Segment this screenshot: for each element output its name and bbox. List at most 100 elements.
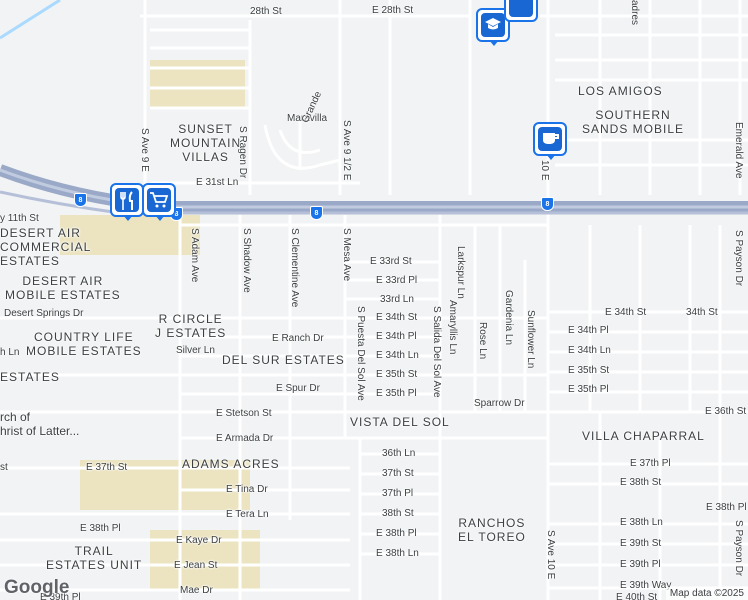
shopping-cart-icon — [150, 192, 169, 208]
shopping-poi[interactable] — [142, 183, 176, 221]
street-label: E 36th St — [705, 406, 747, 417]
interstate-shield: 8 — [541, 197, 554, 211]
area-adams-acres: ADAMS ACRES — [182, 457, 280, 471]
street-label: E Tera Ln — [226, 509, 269, 520]
street-label: E 38th Ln — [620, 517, 663, 528]
street-label: E 39th Pl — [40, 592, 81, 600]
street-label: Rose Ln — [477, 322, 488, 360]
street-label: S Adam Ave — [189, 228, 200, 283]
school-poi[interactable] — [504, 0, 538, 22]
street-label: Silver Ln — [176, 345, 215, 356]
street-label: S Shadow Ave — [241, 228, 252, 293]
interstate-shield: 8 — [310, 206, 323, 220]
street-label: E Ranch Dr — [272, 333, 324, 344]
area-vista-del-sol: VISTA DEL SOL — [350, 415, 450, 429]
street-label: 10 E — [539, 160, 550, 181]
street-label: S Salida Del Sol Ave — [431, 306, 442, 398]
street-label: S Mesa Ave — [341, 228, 352, 282]
street-label: 38th St — [382, 508, 414, 519]
street-label: S Payson Dr — [733, 230, 744, 287]
street-label: E 34th Pl — [568, 325, 609, 336]
street-label: S Ave 10 E — [545, 530, 556, 580]
street-label: E 35th Pl — [376, 388, 417, 399]
street-label: 37th St — [382, 468, 414, 479]
street-label: E 37th Pl — [630, 458, 671, 469]
street-label: E Spur Dr — [276, 383, 320, 394]
street-label: E Stetson St — [216, 408, 272, 419]
area-los-amigos: LOS AMIGOS — [578, 84, 663, 98]
street-label: S Ragen Dr — [237, 126, 248, 179]
street-label: Emerald Ave — [733, 122, 744, 179]
street-label: Sparrow Dr — [474, 398, 525, 409]
street-label: E 33rd St — [370, 256, 412, 267]
street-label: adres — [629, 0, 640, 26]
street-label: E 31st Ln — [196, 177, 239, 188]
street-label: E 40th St — [616, 592, 658, 600]
street-label: E 39th St — [620, 538, 662, 549]
canal — [0, 0, 61, 40]
area-del-sur: DEL SUR ESTATES — [222, 353, 345, 367]
interstate-shield: 8 — [74, 193, 87, 207]
street-label: E 34th St — [376, 312, 418, 323]
street-label: Larkspur Ln — [455, 246, 466, 299]
street-label: E 28th St — [372, 5, 414, 16]
park-area — [60, 215, 200, 255]
street-label: 33rd Ln — [380, 294, 414, 305]
area-southern-sands: SOUTHERN SANDS MOBILE — [582, 108, 685, 136]
street-label: E 37th St — [86, 462, 128, 473]
area-ranchos: RANCHOS EL TOREO — [458, 516, 526, 544]
street-label: 36th Ln — [382, 448, 416, 459]
street-label: E 35th Pl — [568, 384, 609, 395]
area-r-circle: R CIRCLE J ESTATES — [155, 312, 227, 340]
street-label: E 38th St — [620, 477, 662, 488]
street-label: E 38th Pl — [80, 523, 121, 534]
area-desert-air-mobile: DESERT AIR MOBILE ESTATES — [5, 274, 121, 302]
fork-knife-icon — [120, 191, 133, 210]
street-label: 28th St — [250, 6, 282, 17]
street-label: Amaryllis Ln — [447, 300, 458, 355]
map-attribution[interactable]: Map data ©2025 — [665, 587, 748, 600]
street-label: E Jean St — [174, 560, 218, 571]
street-label: Desert Springs Dr — [4, 308, 84, 319]
area-trail-estates: TRAIL ESTATES UNIT — [46, 544, 143, 572]
street-label: 34th St — [686, 307, 718, 318]
street-label: Gardenia Ln — [503, 290, 514, 346]
street-label: S Clementine Ave — [289, 228, 300, 308]
street-label: E Kaye Dr — [176, 535, 222, 546]
street-label: E 38th Pl — [376, 528, 417, 539]
street-label: 37th Pl — [382, 488, 414, 499]
school-poi[interactable] — [476, 8, 510, 46]
area-desert-air-commercial: DESERT AIR COMMERCIAL ESTATES — [0, 226, 92, 268]
street-label: S Ave 9 1/2 E — [341, 120, 352, 181]
coffee-icon — [543, 133, 559, 144]
street-label: E 35th St — [568, 365, 610, 376]
street-label: E 35th St — [376, 369, 418, 380]
street-label: E 33rd Pl — [376, 275, 418, 286]
street-label: E 34th Pl — [376, 331, 417, 342]
street-label: E 39th Pl — [620, 559, 661, 570]
street-label: h Ln — [0, 347, 20, 358]
street-label: E 34th Ln — [376, 350, 419, 361]
area-sunset-mountain: SUNSET MOUNTAIN VILLAS — [170, 122, 242, 164]
street-label: E Tina Dr — [226, 484, 268, 495]
street-label: S Payson Dr — [733, 520, 744, 577]
street-label: E 38th Ln — [376, 548, 419, 559]
street-label: E Armada Dr — [216, 433, 274, 444]
street-label: Sunflower Ln — [525, 310, 536, 369]
street-label: E 34th Ln — [568, 345, 611, 356]
cafe-poi[interactable] — [533, 122, 567, 160]
restaurant-poi[interactable] — [110, 183, 144, 221]
street-label: Maravilla — [287, 113, 328, 124]
street-label: E 34th St — [605, 307, 647, 318]
street-label: Mae Dr — [180, 585, 213, 596]
street-label: E 38th Pl — [706, 502, 747, 513]
area-country-life: COUNTRY LIFE MOBILE ESTATES — [26, 330, 142, 358]
place-church[interactable]: rch of hrist of Latter... — [0, 410, 80, 438]
street-label: E 39th Way — [620, 580, 672, 591]
school-icon — [485, 18, 501, 30]
google-logo: Google — [4, 577, 70, 598]
street-label: st — [0, 462, 8, 473]
street-label: S Puesta Del Sol Ave — [355, 306, 366, 401]
street-label: S Ave 9 E — [139, 128, 150, 172]
